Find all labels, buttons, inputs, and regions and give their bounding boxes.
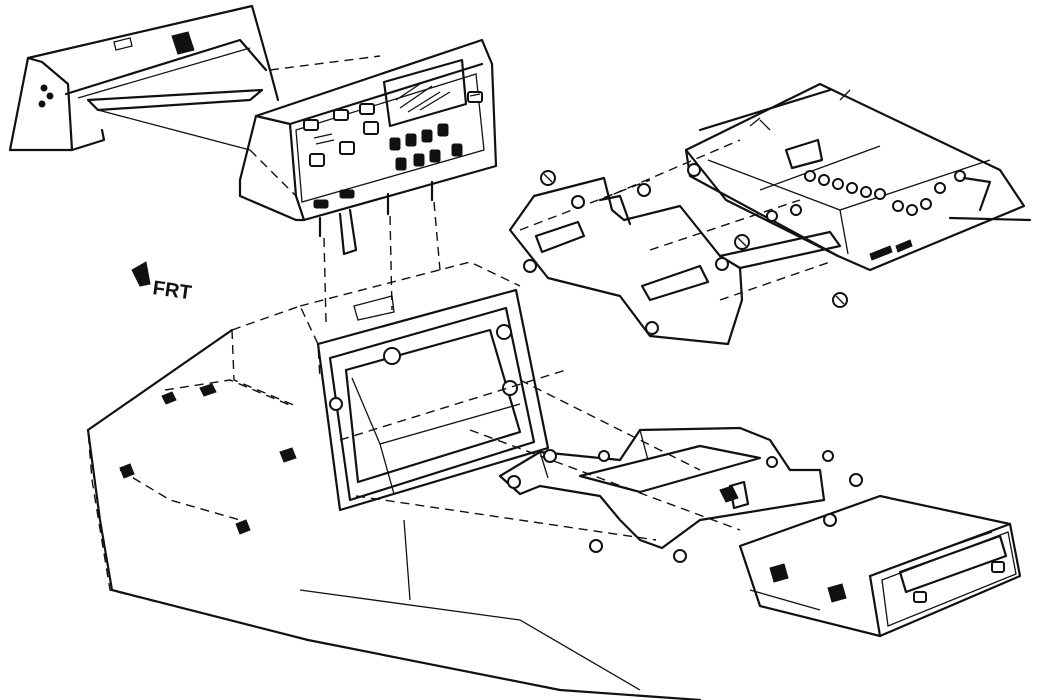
- guide-lines: [249, 55, 831, 541]
- front-label: FRT: [151, 277, 193, 304]
- fasteners: [540, 170, 863, 563]
- front-arrow-icon: [131, 261, 151, 287]
- console-bezel: [316, 288, 550, 512]
- radio-unit: [684, 82, 1032, 272]
- screw: [823, 513, 837, 527]
- screw: [543, 449, 557, 463]
- upper-hood: [8, 4, 280, 152]
- console-body: [86, 261, 702, 700]
- lower-mounting-bracket: [498, 426, 834, 550]
- screw: [673, 549, 687, 563]
- front-mark: FRT: [131, 261, 193, 304]
- screw: [637, 183, 651, 197]
- screw: [734, 234, 750, 250]
- climate-control-unit: [238, 38, 498, 256]
- screw: [849, 473, 863, 487]
- screw: [832, 292, 848, 308]
- upper-mounting-bracket: [508, 176, 842, 346]
- cassette-deck-unit: [738, 494, 1022, 638]
- unit-marking: [469, 93, 481, 97]
- screw: [589, 539, 603, 553]
- screw: [540, 170, 556, 186]
